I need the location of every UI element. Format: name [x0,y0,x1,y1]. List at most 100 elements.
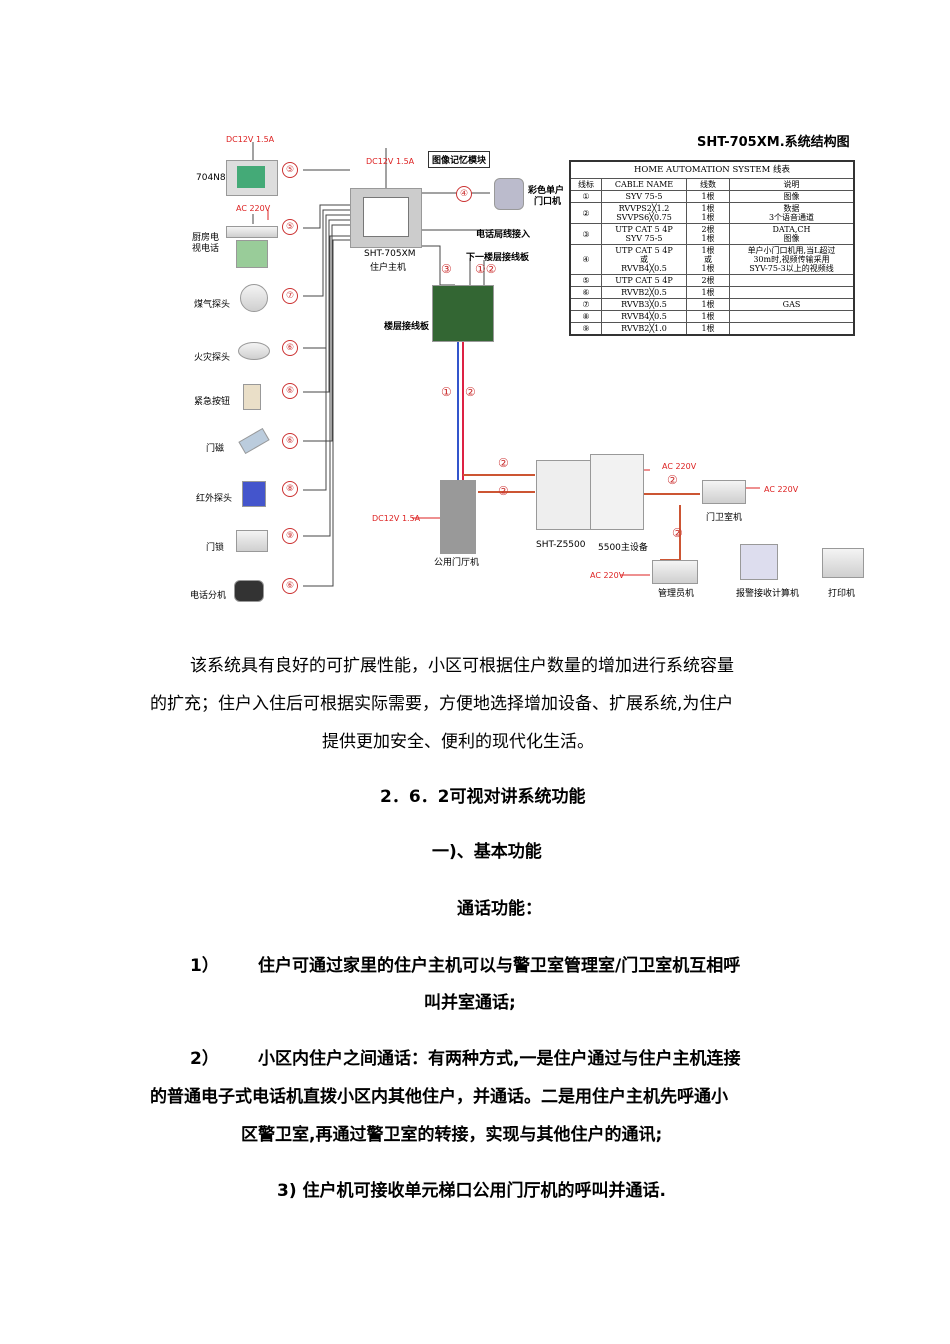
label-door-mag: 门磁 [206,444,225,454]
door-lock-icon [236,530,268,552]
guard-phone-icon [702,480,746,504]
cable-table-cell [729,286,855,299]
image-memory-module-label: 图像记忆模块 [428,151,491,168]
cable-table-cell: 1根 [686,322,730,336]
cable-table-cell: 2根 [686,274,730,287]
gas-detector-icon [240,284,268,312]
item-2-line-3: 区警卫室,再通过警卫室的转接，实现与其他住户的通讯; [241,1125,663,1145]
kitchen-router-icon [226,226,278,238]
marker-6a: ⑥ [282,340,298,356]
cable-table-cell: 图像 [729,190,855,203]
cable-table-cell: SYV 75-5 [601,190,687,203]
diagram-title: SHT-705XM.系统结构图 [697,135,850,150]
cable-table-cell: UTP CAT 5 4P [601,274,687,287]
marker-9: ⑨ [282,528,298,544]
label-z5500: SHT-Z5500 [536,540,586,550]
system-structure-diagram: SHT-705XM.系统结构图 704N8 DC12V 1.5A AC 220V… [0,0,950,620]
heading-call-function: 通话功能： [457,899,542,919]
label-manager: 管理员机 [658,589,695,599]
label-704: 704N8 [196,173,226,183]
power-ac-5500: AC 220V [662,462,697,471]
label-main-1: SHT-705XM [364,249,416,259]
marker-2b: ② [498,484,509,498]
label-gas: 煤气探头 [194,300,231,310]
marker-6d: ⑥ [282,578,298,594]
cable-table-cell: ③ [569,223,602,245]
power-dc-top: DC12V 1.5A [226,135,275,144]
cable-table-cell [729,310,855,323]
item-1-line-2: 叫并室通话; [424,993,516,1013]
marker-12: ①② [475,262,497,276]
marker-2d: ② [672,526,683,540]
label-fire: 火灾探头 [194,353,231,363]
power-dc-main: DC12V 1.5A [366,157,415,166]
cable-table-cell: GAS [729,298,855,311]
label-floor-board: 楼层接线板 [384,322,430,332]
paragraph-1-line-1: 该系统具有良好的可扩展性能，小区可根据住户数量的增加进行系统容量 [190,656,734,676]
label-5500: 5500主设备 [598,543,648,553]
cable-table-cell: 1根 [686,286,730,299]
cable-table-cell: 1根 [686,190,730,203]
cable-table-caption: HOME AUTOMATION SYSTEM 线表 [569,160,855,179]
marker-2c: ② [667,473,678,487]
label-phone-ext: 电话分机 [190,591,227,601]
marker-5a: ⑤ [282,162,298,178]
telephone-extension-icon [234,580,264,602]
item-1-line-1: 住户可通过家里的住户主机可以与警卫室管理室/门卫室机互相呼 [258,956,741,976]
cable-table-cell: RVVB3╳0.5 [601,298,687,311]
item-1-number: 1） [190,956,219,976]
cable-table-cell: RVVB2╳0.5 [601,286,687,299]
marker-1: ① [441,385,452,399]
cable-table-cell: RVVB4╳0.5 [601,310,687,323]
cable-table-cell: ⑦ [569,298,602,311]
floor-distribution-board-icon [432,285,494,342]
label-alarm-pc: 报警接收计算机 [736,589,800,599]
label-guard: 门卫室机 [706,513,743,523]
infrared-detector-icon [242,481,266,507]
item-3: 3) 住户机可接收单元梯口公用门厅机的呼叫并通话. [277,1181,666,1201]
item-2-line-1: 小区内住户之间通话：有两种方式,一是住户通过与住户主机连接 [258,1049,741,1069]
label-ir: 红外探头 [196,494,233,504]
marker-5b: ⑤ [282,219,298,235]
emergency-button-icon [243,384,261,410]
kitchen-tv-phone-icon [236,240,268,268]
cable-table-cell: RVVB2╳1.0 [601,322,687,336]
cable-table-cell: ④ [569,244,602,275]
lobby-station-icon [440,480,476,554]
label-color-door-1: 彩色单户 [528,186,565,196]
paragraph-1-line-2: 的扩充；住户入住后可根据实际需要，方便地选择增加设备、扩展系统,为住户 [150,694,734,714]
power-ac-kitchen: AC 220V [236,204,271,213]
cable-table-cell [729,322,855,336]
fire-detector-icon [238,342,270,360]
cable-table-cell: ⑨ [569,322,602,336]
label-main-2: 住户主机 [370,263,407,273]
label-kitchen-1: 厨房电 [192,233,220,243]
label-phone-in: 电话局线接入 [476,230,531,240]
cable-table-cell: 1根 [686,310,730,323]
marker-7: ⑦ [282,288,298,304]
cable-table-cell: ① [569,190,602,203]
cable-header-cell: 说明 [729,178,855,191]
label-lobby: 公用门厅机 [434,558,480,568]
printer-icon [822,548,864,578]
label-sos: 紧急按钮 [194,397,231,407]
cable-table-cell: 1根 [686,298,730,311]
label-kitchen-2: 视电话 [192,244,220,254]
marker-6b: ⑥ [282,383,298,399]
main-unit-icon [350,188,422,248]
label-printer: 打印机 [828,589,856,599]
